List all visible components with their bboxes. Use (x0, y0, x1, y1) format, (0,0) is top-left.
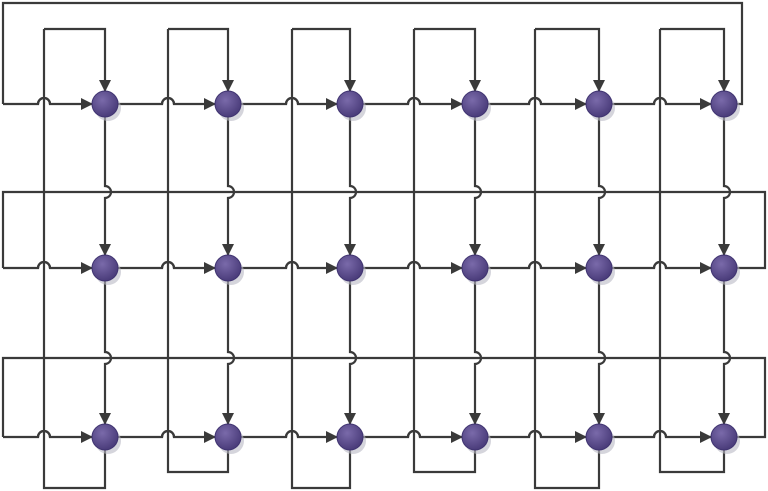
node-r1-c6 (710, 90, 738, 118)
col-5-wraparound-link (533, 29, 601, 490)
col-6-link-into-row-1 (660, 27, 730, 92)
col-4-link-row-2-to-3 (469, 281, 483, 425)
col-4-crossover-hop-row-1 (406, 96, 422, 105)
row-1-wraparound-link (1, 1, 744, 106)
node-r3-c2 (214, 423, 242, 451)
node-r2-c4 (461, 254, 489, 282)
col-4-link-row-1-to-2 (469, 117, 483, 256)
col-5-crossover-hop-row-2 (527, 260, 543, 269)
node-r1-c3 (336, 90, 364, 118)
col-6-wraparound-link (658, 29, 726, 474)
node-r3-c1 (91, 423, 119, 451)
row-2-wraparound-link (1, 190, 767, 270)
row-3-wraparound-link (1, 356, 767, 439)
node-r3-c6 (710, 423, 738, 451)
node-r1-c5 (585, 90, 613, 118)
col-3-link-row-1-to-2 (344, 117, 358, 256)
col-1-link-row-2-to-3 (99, 281, 113, 425)
node-r3-c3 (336, 423, 364, 451)
node-r2-c5 (585, 254, 613, 282)
node-r2-c6 (710, 254, 738, 282)
col-3-crossover-hop-row-3 (284, 429, 300, 438)
node-r3-c4 (461, 423, 489, 451)
col-3-crossover-hop-row-2 (284, 260, 300, 269)
col-2-link-row-1-to-2 (222, 117, 236, 256)
col-2-crossover-hop-row-2 (160, 260, 176, 269)
node-r1-c4 (461, 90, 489, 118)
node-r3-c5 (585, 423, 613, 451)
network-nodes (91, 90, 740, 454)
col-4-crossover-hop-row-2 (406, 260, 422, 269)
col-1-wraparound-link (42, 29, 107, 490)
node-r2-c2 (214, 254, 242, 282)
col-4-crossover-hop-row-3 (406, 429, 422, 438)
col-1-crossover-hop-row-2 (36, 260, 52, 269)
col-1-crossover-hop-row-3 (36, 429, 52, 438)
col-6-crossover-hop-row-3 (652, 429, 668, 438)
col-2-wraparound-link (166, 29, 230, 474)
col-6-crossover-hop-row-1 (652, 96, 668, 105)
col-3-link-row-2-to-3 (344, 281, 358, 425)
col-2-link-into-row-1 (168, 27, 234, 92)
col-4-link-into-row-1 (414, 27, 481, 92)
col-5-link-into-row-1 (535, 27, 605, 92)
col-1-crossover-hop-row-1 (36, 96, 52, 105)
node-r1-c1 (91, 90, 119, 118)
col-2-crossover-hop-row-1 (160, 96, 176, 105)
col-5-crossover-hop-row-1 (527, 96, 543, 105)
col-1-link-into-row-1 (44, 27, 111, 92)
col-5-link-row-1-to-2 (593, 117, 607, 256)
col-6-link-row-1-to-2 (718, 117, 732, 256)
col-6-link-row-2-to-3 (718, 281, 732, 425)
col-3-wraparound-link (290, 29, 352, 490)
col-6-crossover-hop-row-2 (652, 260, 668, 269)
col-2-link-row-2-to-3 (222, 281, 236, 425)
node-r1-c2 (214, 90, 242, 118)
col-3-crossover-hop-row-1 (284, 96, 300, 105)
node-r2-c1 (91, 254, 119, 282)
node-r2-c3 (336, 254, 364, 282)
col-5-crossover-hop-row-3 (527, 429, 543, 438)
col-3-link-into-row-1 (292, 27, 356, 92)
col-5-link-row-2-to-3 (593, 281, 607, 425)
col-2-crossover-hop-row-3 (160, 429, 176, 438)
col-1-link-row-1-to-2 (99, 117, 113, 256)
col-4-wraparound-link (412, 29, 477, 474)
